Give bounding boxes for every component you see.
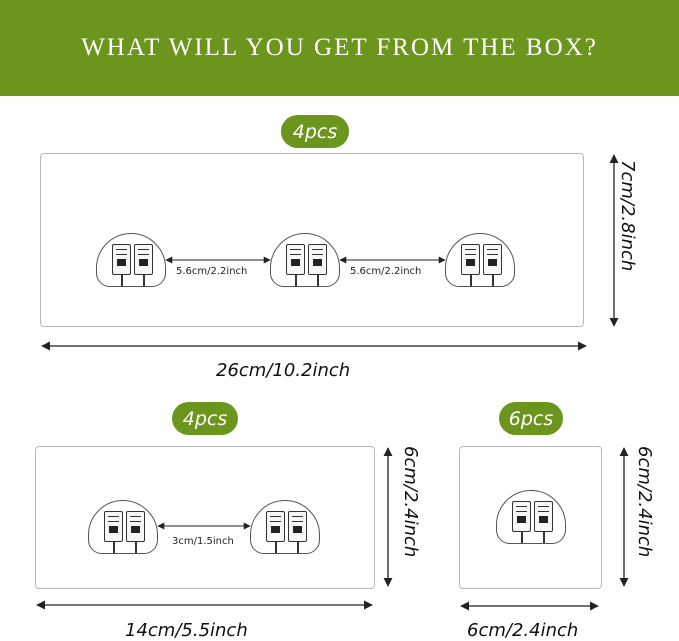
- hook-clip-icon: [534, 501, 553, 543]
- hook-clip-icon: [126, 511, 145, 553]
- small-plate-qty-badge: 6pcs: [499, 402, 563, 435]
- hook-clip-icon: [286, 244, 305, 286]
- large-plate-hook-3: [445, 233, 515, 287]
- large-plate-spacing-label-1: 5.6cm/2.2inch: [176, 266, 248, 277]
- large-plate-hook-2: [270, 233, 340, 287]
- medium-plate-width-label: 14cm/5.5inch: [125, 620, 248, 641]
- medium-plate-spacing-label: 3cm/1.5inch: [172, 536, 234, 547]
- small-plate-width-label: 6cm/2.4inch: [467, 620, 579, 641]
- hook-clip-icon: [104, 511, 123, 553]
- large-plate-hook-1: [96, 233, 166, 287]
- medium-plate-hook-2: [250, 500, 320, 554]
- hook-clip-icon: [134, 244, 153, 286]
- hook-clip-icon: [112, 244, 131, 286]
- large-plate-spacing-label-2: 5.6cm/2.2inch: [350, 266, 422, 277]
- hook-clip-icon: [483, 244, 502, 286]
- header-banner: WHAT WILL YOU GET FROM THE BOX?: [0, 0, 679, 96]
- large-plate-width-label: 26cm/10.2inch: [216, 360, 351, 381]
- medium-plate-hook-1: [88, 500, 158, 554]
- hook-clip-icon: [512, 501, 531, 543]
- banner-title: WHAT WILL YOU GET FROM THE BOX?: [81, 34, 598, 61]
- hook-clip-icon: [461, 244, 480, 286]
- small-plate-hook: [496, 490, 566, 544]
- hook-clip-icon: [308, 244, 327, 286]
- large-plate-qty-badge: 4pcs: [281, 115, 349, 148]
- medium-plate-qty-badge: 4pcs: [172, 402, 238, 435]
- hook-clip-icon: [288, 511, 307, 553]
- hook-clip-icon: [266, 511, 285, 553]
